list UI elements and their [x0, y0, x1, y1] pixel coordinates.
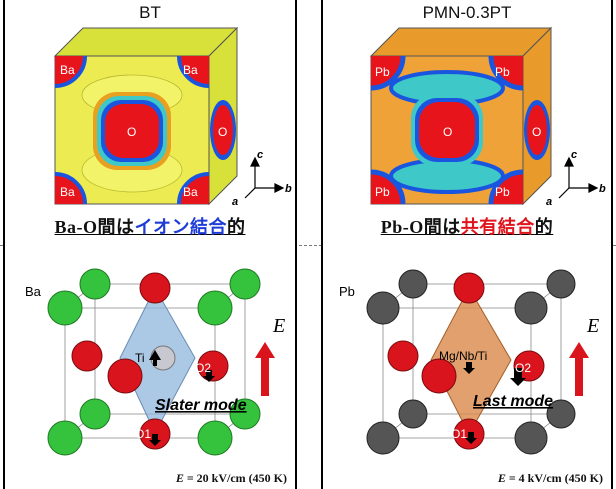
cube-label: Ba [60, 63, 75, 77]
o1-label: O1 [451, 427, 467, 441]
b-site-label: Mg/Nb/Ti [439, 349, 487, 363]
cube-label: O [532, 125, 541, 139]
cube-label: Pb [375, 185, 390, 199]
mode-label-slater: Slater mode [155, 397, 247, 414]
field-e-label: E [586, 315, 599, 337]
charge-density-cube-pmn-pt: c b a Pb Pb Pb Pb O O [369, 26, 606, 208]
o2-label: O2 [515, 361, 531, 375]
cube-label: Pb [495, 65, 510, 79]
caption-bt: Ba-O間はイオン結合的 [54, 217, 246, 237]
cube-label: O [127, 125, 136, 139]
section-divider [0, 245, 616, 246]
panel-title-pmn-pt: PMN-0.3PT [422, 3, 512, 22]
cube-label: Ba [183, 63, 198, 77]
cube-label: Ba [60, 185, 75, 199]
cube-label: Pb [375, 65, 390, 79]
panel-title-bt: BT [139, 3, 161, 22]
panel-pmn-pt: PMN-0.3PT [321, 0, 613, 489]
cube-label: Ba [183, 185, 198, 199]
axis-a-label: a [546, 196, 552, 208]
o1-label: O1 [135, 427, 151, 441]
field-condition-pmn-pt: E = 4 kV/cm (450 K) [497, 471, 603, 485]
axis-b-label: b [599, 183, 606, 195]
crystal-structure-bt: E Ba Ti O2 O1 Slater mode [25, 268, 285, 456]
panel-bt: BT [3, 0, 297, 489]
mode-label-last: Last mode [473, 393, 553, 410]
field-e-label: E [272, 315, 285, 337]
axis-c-label: c [257, 149, 263, 161]
axis-c-label: c [571, 149, 577, 161]
caption-pmn-pt: Pb-O間は共有結合的 [380, 217, 554, 237]
axis-b-label: b [285, 183, 292, 195]
axis-a-label: a [232, 196, 238, 208]
field-condition-bt: E = 20 kV/cm (450 K) [175, 471, 287, 485]
crystal-structure-pmn-pt: E Pb Mg/Nb/Ti O2 O1 Last mode [339, 269, 599, 455]
o2-label: O2 [195, 361, 211, 375]
cube-label: O [218, 125, 227, 139]
site-label-pb: Pb [339, 284, 355, 299]
cube-label: Pb [495, 185, 510, 199]
b-site-label: Ti [135, 351, 145, 365]
site-label-ba: Ba [25, 284, 42, 299]
cube-label: O [443, 125, 452, 139]
charge-density-cube-bt: c b a Ba Ba Ba Ba O O [53, 26, 292, 208]
